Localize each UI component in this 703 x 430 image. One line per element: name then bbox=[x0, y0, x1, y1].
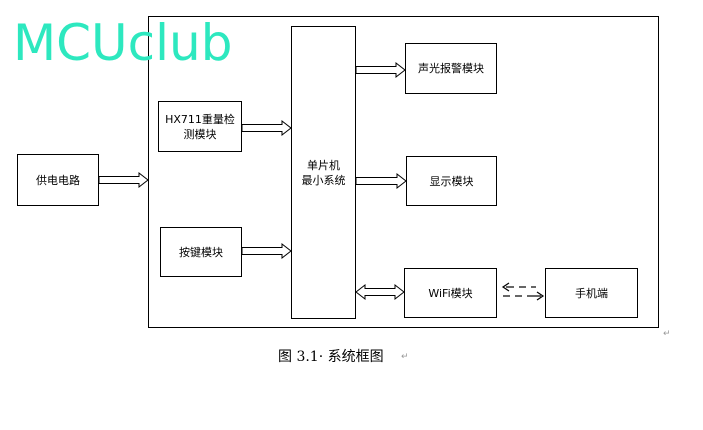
power-supply-block: 供电电路 bbox=[17, 154, 99, 206]
keys-block: 按键模块 bbox=[160, 227, 242, 277]
power-supply-label: 供电电路 bbox=[36, 173, 80, 187]
arrow-hx711-to-mcu bbox=[241, 119, 292, 137]
hx711-label: HX711重量检测模块 bbox=[165, 112, 235, 141]
arrow-mcu-to-alarm bbox=[355, 61, 406, 79]
alarm-label: 声光报警模块 bbox=[418, 62, 484, 75]
keys-label: 按键模块 bbox=[179, 245, 223, 259]
mcu-block: 单片机 最小系统 bbox=[291, 26, 356, 319]
paragraph-mark: ↵ bbox=[663, 329, 671, 339]
phone-block: 手机端 bbox=[545, 268, 638, 318]
arrow-keys-to-mcu bbox=[241, 242, 292, 260]
phone-label: 手机端 bbox=[575, 286, 608, 300]
mcu-label-line2: 最小系统 bbox=[301, 173, 346, 187]
arrow-power-to-system bbox=[98, 171, 149, 189]
mcu-label-line1: 单片机 bbox=[307, 158, 340, 172]
display-block: 显示模块 bbox=[406, 156, 497, 206]
watermark-logo: MCUclub bbox=[13, 14, 233, 72]
wifi-block: WiFi模块 bbox=[404, 268, 497, 318]
arrow-mcu-wifi-bidirectional bbox=[355, 283, 405, 301]
wifi-label: WiFi模块 bbox=[428, 286, 473, 300]
alarm-block: 声光报警模块 bbox=[405, 43, 497, 94]
arrow-mcu-to-display bbox=[355, 172, 407, 190]
display-label: 显示模块 bbox=[429, 174, 474, 188]
system-frame bbox=[148, 16, 659, 328]
wireless-link bbox=[501, 282, 545, 301]
figure-caption: 图 3.1· 系统框图 bbox=[278, 349, 384, 365]
paragraph-mark: ↵ bbox=[401, 352, 409, 362]
